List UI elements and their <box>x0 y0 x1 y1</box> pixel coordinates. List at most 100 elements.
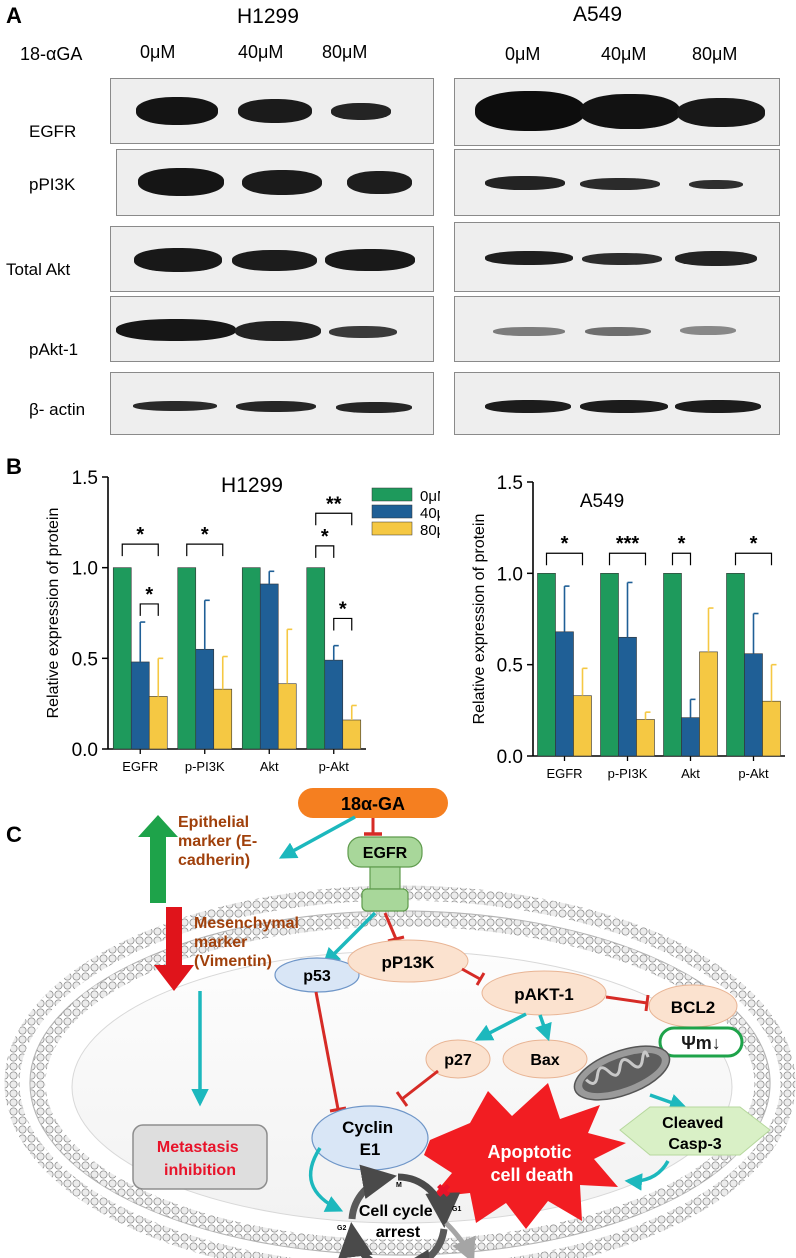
svg-text:pP13K: pP13K <box>382 953 436 972</box>
y-tick-label: 1.0 <box>72 559 98 580</box>
panel-label-b: B <box>6 454 22 479</box>
y-axis-label: Relative expression of protein <box>45 508 62 719</box>
epithelial-marker-label: Epithelial marker (E- cadherin) <box>178 814 262 869</box>
cyclin-e1-node <box>311 1105 429 1171</box>
legend-label: 80μM <box>420 522 440 539</box>
svg-text:EGFR: EGFR <box>363 845 408 862</box>
blot-a549-pakt1 <box>454 296 780 362</box>
significance-bracket <box>333 617 353 631</box>
conc-a549-80: 80μM <box>692 44 738 64</box>
significance-bracket <box>139 603 159 616</box>
cleaved-casp3-node <box>619 1106 771 1156</box>
membrane-potential-badge <box>658 1026 744 1058</box>
svg-text:M: M <box>396 1182 402 1189</box>
y-tick-label: 1.5 <box>72 468 98 489</box>
bar <box>241 567 261 750</box>
legend-swatch <box>371 504 413 519</box>
svg-text:pAKT-1: pAKT-1 <box>514 985 574 1004</box>
y-tick-label: 1.5 <box>497 473 523 494</box>
y-tick-label: 0.0 <box>497 747 523 768</box>
p27-node <box>425 1039 491 1079</box>
x-tick-label: Akt <box>681 766 700 781</box>
svg-text:Bax: Bax <box>530 1052 559 1069</box>
bar <box>537 573 556 757</box>
bar <box>573 695 592 757</box>
protein-label-egfr: EGFR <box>29 122 77 141</box>
significance-star: * <box>321 526 329 548</box>
metastasis-inhibition-box <box>132 1124 268 1190</box>
significance-bracket <box>671 552 692 566</box>
svg-text:Ψm↓: Ψm↓ <box>681 1033 721 1053</box>
x-tick-label: Akt <box>260 759 279 774</box>
metastasis-inhibition-label: Metastasis inhibition <box>157 1139 243 1179</box>
chart-title: A549 <box>580 491 624 512</box>
blot-title-a549: A549 <box>573 3 623 26</box>
significance-bracket <box>315 512 353 526</box>
bar <box>177 567 197 750</box>
legend-label: 0μM <box>420 488 440 505</box>
blot-h1299-total-akt <box>110 226 434 292</box>
epithelial-up-arrow <box>138 815 178 903</box>
bar <box>663 573 682 757</box>
apoptotic-label: Apoptotic cell death <box>488 1142 577 1185</box>
drug-node <box>298 788 448 818</box>
bar <box>112 567 132 750</box>
mesenchymal-marker-label: Mesenchymal marker (Vimentin) <box>194 915 303 970</box>
svg-text:p53: p53 <box>303 968 331 985</box>
significance-star: * <box>339 598 347 620</box>
egfr-receptor: EGFR <box>347 836 423 912</box>
significance-star: * <box>201 524 209 546</box>
blot-h1299-beta-actin <box>110 372 434 435</box>
y-tick-label: 0.0 <box>72 740 98 761</box>
y-axis-label: Relative expression of protein <box>471 514 488 725</box>
blot-a549-total-akt <box>454 222 780 292</box>
x-tick-label: p-Akt <box>319 759 350 774</box>
pathway-diagram: Epithelial marker (E- cadherin) Mesenchy… <box>4 788 796 1258</box>
bar <box>342 719 362 750</box>
bar <box>600 573 619 757</box>
cyclin-e1-label: Cyclin E1 <box>342 1118 398 1159</box>
significance-bracket <box>545 552 584 566</box>
significance-star: * <box>750 533 758 555</box>
legend-swatch <box>371 487 413 502</box>
treatment-label: 18-αGA <box>20 44 83 64</box>
blot-a549-beta-actin <box>454 372 780 435</box>
bar <box>148 696 168 750</box>
legend-label: 40μM <box>420 505 440 522</box>
bar <box>726 573 745 757</box>
significance-star: * <box>561 533 569 555</box>
significance-star: * <box>136 524 144 546</box>
y-tick-label: 0.5 <box>72 649 98 670</box>
conc-a549-40: 40μM <box>601 44 647 64</box>
significance-star: ** <box>326 493 342 515</box>
significance-bracket <box>315 545 335 558</box>
mitochondrion-icon <box>573 1045 671 1101</box>
cleaved-casp3-label: Cleaved Casp-3 <box>662 1115 728 1153</box>
x-tick-label: EGFR <box>122 759 158 774</box>
cell-cycle-label: Cell cycle arrest <box>359 1203 437 1241</box>
blot-h1299-pakt1 <box>110 296 434 362</box>
x-tick-label: EGFR <box>546 766 582 781</box>
blot-h1299-egfr <box>110 78 434 144</box>
protein-label-pakt1: pAkt-1 <box>29 340 79 359</box>
panel-label-c: C <box>6 822 22 847</box>
x-tick-label: p-PI3K <box>185 759 225 774</box>
significance-bracket <box>734 552 773 566</box>
svg-text:G1: G1 <box>452 1206 461 1213</box>
bar <box>555 631 574 757</box>
bar <box>259 583 279 750</box>
pakt1-node <box>481 970 607 1016</box>
protein-label-beta-actin: β- actin <box>29 400 86 419</box>
bar <box>762 700 781 757</box>
y-tick-label: 0.5 <box>497 656 523 677</box>
significance-star: * <box>145 584 153 606</box>
chart-title: H1299 <box>221 474 283 497</box>
svg-text:✖: ✖ <box>436 1181 451 1201</box>
protein-label-ppi3k: pPI3K <box>29 175 76 194</box>
bar <box>744 653 763 757</box>
conc-h1299-40: 40μM <box>238 42 284 62</box>
bar <box>636 719 655 757</box>
significance-bracket <box>608 552 647 566</box>
conc-h1299-80: 80μM <box>322 42 368 62</box>
